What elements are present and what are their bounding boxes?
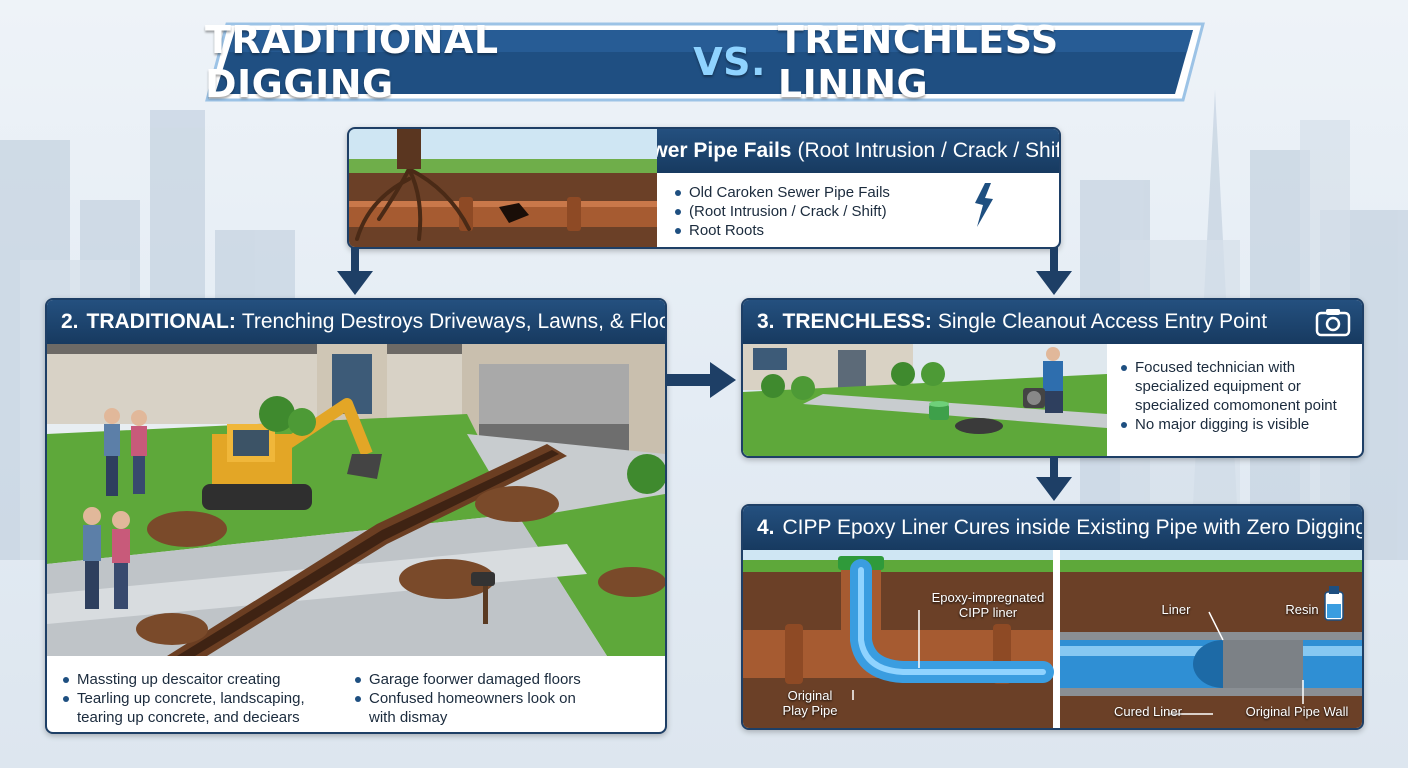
title-banner bbox=[205, 22, 1205, 102]
camera-icon bbox=[1315, 309, 1351, 337]
arrow-step3-to-step4 bbox=[1036, 457, 1072, 501]
step3-title: TRENCHLESS: bbox=[782, 310, 932, 333]
step2-bullets-left: Massting up descaitor creating Tearling … bbox=[61, 670, 305, 727]
title-vs: VS. bbox=[693, 40, 766, 84]
arrow-step1-to-step3 bbox=[1036, 247, 1072, 295]
step4-panel: 4. CIPP Epoxy Liner Cures inside Existin… bbox=[741, 504, 1364, 730]
label-original-pipe-wall: Original Pipe Wall bbox=[1245, 704, 1349, 719]
step2-bullet-right-1: Garage foorwer damaged floors bbox=[353, 670, 581, 689]
label-original-pipe: Original Play Pipe bbox=[765, 688, 855, 718]
label-original-pipe-line2: Play Pipe bbox=[782, 703, 838, 718]
step1-pipe-illustration bbox=[349, 129, 657, 247]
cipp-liner-illustration bbox=[743, 550, 1362, 728]
step2-panel: 2. TRADITIONAL: Trenching Destroys Drive… bbox=[45, 298, 667, 734]
step1-panel: 1. Subterranean Sewer Pipe Fails (Root I… bbox=[347, 127, 1061, 249]
step3-bullet-3: specialized comomonent point bbox=[1135, 397, 1337, 414]
step1-bullet-1: Old Caroken Sewer Pipe Fails bbox=[673, 183, 890, 202]
step1-bullet-2: (Root Intrusion / Crack / Shift) bbox=[673, 202, 890, 221]
step2-subtitle: Trenching Destroys Driveways, Lawns, & F… bbox=[241, 310, 667, 333]
title-left: TRADITIONAL DIGGING bbox=[205, 18, 499, 106]
label-epoxy-liner-line1: Epoxy-impregnated bbox=[931, 590, 1045, 605]
label-original-pipe-line1: Original bbox=[787, 688, 833, 703]
arrow-step1-to-step2 bbox=[337, 247, 373, 295]
cleanout-scene-illustration bbox=[743, 344, 1107, 456]
step3-bullet-1: Focused technician with bbox=[1119, 358, 1337, 377]
step3-number: 3. bbox=[757, 310, 775, 333]
homeowners-group-1 bbox=[104, 408, 147, 496]
title-right: TRENCHLESS LINING bbox=[777, 18, 1059, 106]
step2-bullet-right-3: with dismay bbox=[369, 709, 448, 726]
lightning-crack-icon bbox=[975, 183, 993, 227]
step4-number: 4. bbox=[757, 516, 775, 539]
step4-title: CIPP Epoxy Liner Cures inside Existing P… bbox=[782, 516, 1364, 539]
step3-header: 3. TRENCHLESS: Single Cleanout Access En… bbox=[743, 300, 1362, 344]
label-cured-liner: Cured Liner bbox=[1114, 704, 1182, 719]
step3-bullets: Focused technician with specialized equi… bbox=[1119, 358, 1337, 434]
arrow-step2-to-step3 bbox=[666, 362, 736, 398]
step2-title: TRADITIONAL: bbox=[86, 310, 236, 333]
step2-bullet-left-1: Massting up descaitor creating bbox=[61, 670, 305, 689]
step2-bullet-left-2: Tearling up concrete, landscaping, bbox=[61, 689, 305, 708]
homeowners-group-2 bbox=[83, 507, 130, 609]
page-title: TRADITIONAL DIGGING VS. TRENCHLESS LININ… bbox=[205, 18, 1205, 106]
step3-subtitle: Single Cleanout Access Entry Point bbox=[937, 310, 1268, 333]
step2-bullet-right-2: Confused homeowners look on bbox=[353, 689, 581, 708]
step1-bullets: Old Caroken Sewer Pipe Fails (Root Intru… bbox=[673, 183, 890, 240]
step3-bullet-4: No major digging is visible bbox=[1119, 415, 1337, 434]
step2-bullets-right: Garage foorwer damaged floors Confused h… bbox=[353, 670, 581, 727]
trenching-scene-illustration bbox=[47, 344, 665, 656]
label-resin: Resin bbox=[1285, 602, 1319, 617]
step1-subtitle: (Root Intrusion / Crack / Shift) bbox=[797, 139, 1061, 162]
label-epoxy-liner: Epoxy-impregnated CIPP liner bbox=[923, 590, 1053, 620]
step3-bullet-2: specialized equipment or bbox=[1135, 378, 1301, 395]
step2-number: 2. bbox=[61, 310, 79, 333]
label-liner: Liner bbox=[1161, 602, 1191, 617]
step4-header: 4. CIPP Epoxy Liner Cures inside Existin… bbox=[743, 506, 1362, 550]
step1-bullet-3: Root Roots bbox=[673, 221, 890, 240]
label-epoxy-liner-line2: CIPP liner bbox=[958, 605, 1018, 620]
step2-bullet-left-3: tearing up concrete, and deciears bbox=[77, 709, 300, 726]
step3-panel: 3. TRENCHLESS: Single Cleanout Access En… bbox=[741, 298, 1364, 458]
step2-header: 2. TRADITIONAL: Trenching Destroys Drive… bbox=[47, 300, 665, 344]
